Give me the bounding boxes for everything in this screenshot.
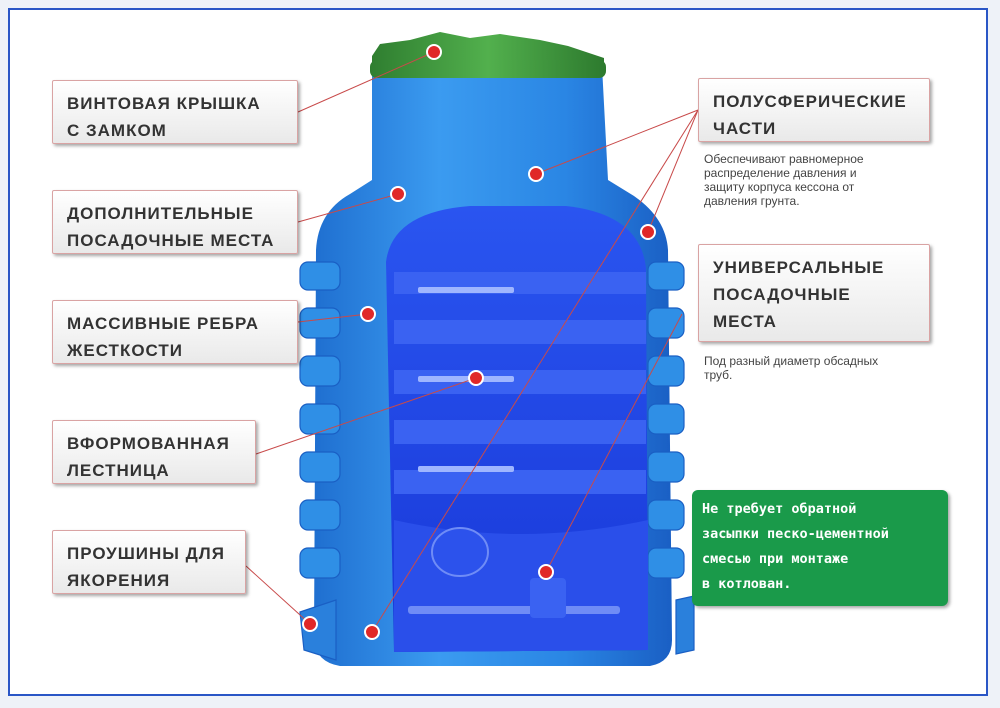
leader-lines bbox=[245, 51, 699, 633]
label-screw-cap: ВИНТОВАЯ КРЫШКА С ЗАМКОМ bbox=[52, 80, 298, 144]
label-ladder: ВФОРМОВАННАЯ ЛЕСТНИЦА bbox=[52, 420, 256, 484]
label-ribs: МАССИВНЫЕ РЕБРА ЖЕСТКОСТИ bbox=[52, 300, 298, 364]
marker-hemispherical-top bbox=[528, 166, 544, 182]
note-hemispherical: Обеспечивают равномерное распределение д… bbox=[704, 152, 864, 208]
label-anchor-lugs: ПРОУШИНЫ ДЛЯ ЯКОРЕНИЯ bbox=[52, 530, 246, 594]
screw-cap-shape bbox=[370, 32, 606, 78]
marker-universal-seats bbox=[538, 564, 554, 580]
marker-ladder bbox=[468, 370, 484, 386]
marker-ribs bbox=[360, 306, 376, 322]
note-universal-seats: Под разный диаметр обсадных труб. bbox=[704, 354, 879, 382]
marker-extra-seats bbox=[390, 186, 406, 202]
marker-screw-cap bbox=[426, 44, 442, 60]
label-universal-seats: УНИВЕРСАЛЬНЫЕ ПОСАДОЧНЫЕ МЕСТА bbox=[698, 244, 930, 342]
marker-hemispherical-bottom bbox=[364, 624, 380, 640]
label-extra-seats: ДОПОЛНИТЕЛЬНЫЕ ПОСАДОЧНЫЕ МЕСТА bbox=[52, 190, 298, 254]
marker-anchor-lugs bbox=[302, 616, 318, 632]
callout-no-backfill: Не требует обратной засыпки песко-цемент… bbox=[692, 490, 948, 606]
marker-hemispherical-side bbox=[640, 224, 656, 240]
caisson-interior bbox=[386, 206, 648, 652]
label-hemispherical: ПОЛУСФЕРИЧЕСКИЕ ЧАСТИ bbox=[698, 78, 930, 142]
